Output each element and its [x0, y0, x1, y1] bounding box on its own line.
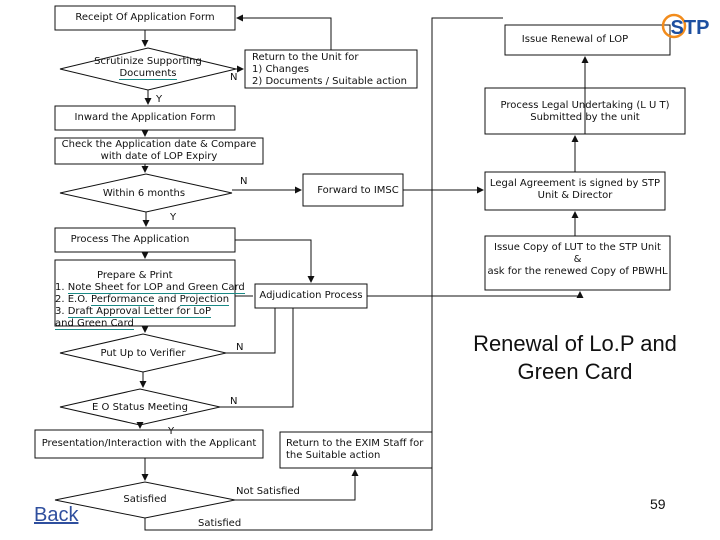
check-date-line2: with date of LOP Expiry: [100, 151, 218, 162]
prepare-item1: 1. Note Sheet for LOP and Green Card: [55, 282, 245, 294]
satisfied-bottom-label: Satisfied: [198, 518, 242, 529]
legal-agreement-label: Legal Agreement is signed by STP Unit & …: [485, 178, 665, 202]
presentation-box: [34, 429, 264, 459]
return-unit-line3: 2) Documents / Suitable action: [252, 76, 407, 87]
check-date-label: Check the Application date & Compare wit…: [55, 139, 263, 163]
within6-label: Within 6 months: [102, 188, 186, 199]
yes-label-within6: Y: [170, 212, 177, 223]
no-label-within6: N: [240, 176, 248, 187]
return-exim-label: Return to the EXIM Staff for the Suitabl…: [286, 438, 423, 462]
no-label-verifier: N: [236, 342, 244, 353]
return-unit-label: Return to the Unit for 1) Changes 2) Doc…: [252, 52, 407, 88]
inward-label: Inward the Application Form: [74, 112, 216, 123]
issue-copy-line1: Issue Copy of LUT to the STP Unit: [494, 242, 661, 253]
return-exim-line1: Return to the EXIM Staff for: [286, 438, 424, 449]
process-app-label: Process The Application: [70, 234, 190, 245]
no-label-eo: N: [230, 396, 238, 407]
return-exim-line2: the Suitable action: [286, 450, 381, 461]
return-unit-line2: 1) Changes: [252, 64, 309, 75]
legal-agreement-line1: Legal Agreement is signed by STP: [489, 178, 661, 189]
slide-title: Renewal of Lo.P and Green Card: [473, 331, 677, 384]
prepare-heading: Prepare & Print: [97, 270, 173, 281]
back-link[interactable]: Back: [34, 504, 79, 526]
forward-imsc-label: Forward to IMSC: [317, 185, 399, 196]
prepare-item2: 2. E.O. Performance and Projection: [55, 294, 230, 306]
no-label-scrutinize: N: [230, 72, 238, 83]
issue-copy-label: Issue Copy of LUT to the STP Unit & ask …: [485, 242, 670, 278]
issue-renewal-label: Issue Renewal of LOP: [521, 34, 629, 45]
scrutinize-line1: Scrutinize Supporting: [94, 56, 202, 67]
stp-logo-text: STP: [671, 17, 710, 39]
scrutinize-label: Scrutinize Supporting Documents: [90, 56, 206, 80]
prepare-item3: 3. Draft Approval Letter for LoP: [55, 306, 211, 318]
process-lut-line2: Submitted by the unit: [530, 112, 640, 123]
scrutinize-line2: Documents: [119, 68, 177, 80]
check-date-line1: Check the Application date & Compare: [61, 139, 257, 150]
check-date-box: [54, 137, 264, 165]
issue-copy-line2: &: [573, 254, 582, 265]
eo-meeting-label: E O Status Meeting: [92, 402, 188, 413]
yes-label-scrutinize: Y: [156, 94, 163, 105]
prepare-label: Prepare & Print 1. Note Sheet for LOP an…: [55, 270, 245, 330]
adjudication-label: Adjudication Process: [259, 290, 363, 301]
receipt-label: Receipt Of Application Form: [75, 12, 215, 23]
verifier-label: Put Up to Verifier: [100, 348, 186, 359]
legal-agreement-line2: Unit & Director: [537, 190, 613, 201]
process-lut-label: Process Legal Undertaking (L U T) Submit…: [485, 100, 685, 124]
satisfied-label: Satisfied: [123, 494, 167, 505]
issue-copy-box: [484, 235, 671, 291]
stp-logo: STP: [661, 13, 710, 39]
return-unit-line1: Return to the Unit for: [252, 52, 359, 63]
presentation-label: Presentation/Interaction with the Applic…: [41, 438, 257, 449]
not-satisfied-label: Not Satisfied: [236, 486, 300, 497]
page-number: 59: [650, 496, 666, 512]
issue-copy-line3: ask for the renewed Copy of PBWHL: [487, 266, 668, 277]
within6-diamond: [59, 173, 233, 213]
issue-renewal-box: [504, 24, 671, 56]
yes-label-eo: Y: [168, 426, 175, 437]
prepare-item3-cont: and Green Card: [55, 318, 134, 330]
process-lut-line1: Process Legal Undertaking (L U T): [500, 100, 670, 111]
